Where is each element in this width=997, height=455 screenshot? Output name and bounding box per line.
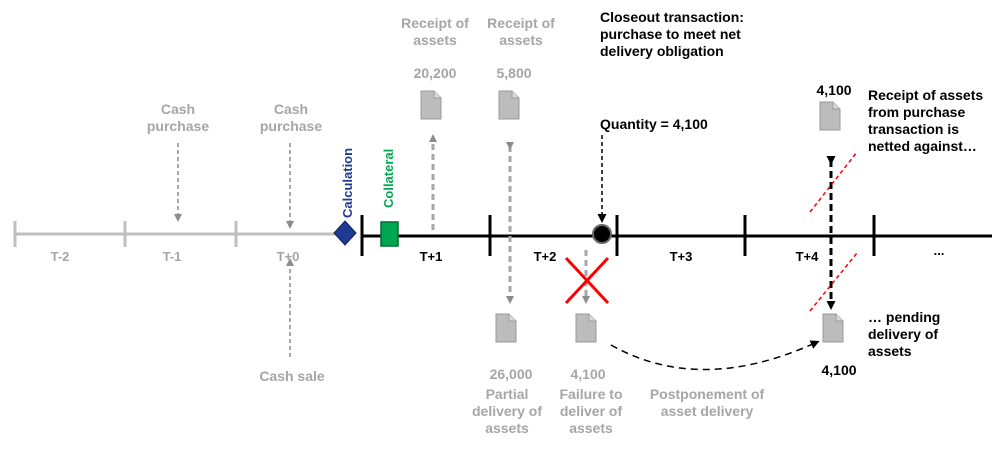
receipt-1-label: Receipt of assets	[401, 15, 469, 48]
netting-red-slash-top	[809, 151, 858, 213]
t4-receipt-qty: 4,100	[816, 82, 852, 98]
calculation-diamond	[333, 220, 357, 246]
partial-delivery-qty: 26,000	[489, 366, 533, 382]
cash-purchase-1-label: Cash purchase	[146, 101, 210, 134]
day-label-t+3: T+3	[669, 249, 693, 264]
day-label-t+1: T+1	[419, 249, 443, 264]
receipt-2-label: Receipt of assets	[487, 15, 555, 48]
collateral-label: Collateral	[381, 148, 396, 208]
cash-purchase-2-label: Cash purchase	[259, 101, 323, 134]
closeout-marker	[592, 224, 612, 244]
calculation-label: Calculation	[340, 147, 355, 218]
document-icon	[575, 313, 597, 343]
document-icon	[498, 90, 520, 120]
document-icon	[819, 101, 841, 131]
document-icon	[495, 313, 517, 343]
document-icon	[822, 313, 844, 343]
t4-receipt-label: Receipt of assets from purchase transact…	[868, 87, 984, 154]
failure-qty: 4,100	[570, 366, 606, 382]
receipt-1-qty: 20,200	[413, 65, 457, 81]
partial-delivery-label: Partial delivery of assets	[471, 386, 543, 436]
day-label-t-2: T-2	[50, 249, 70, 264]
failure-label: Failure to deliver of assets	[559, 386, 623, 436]
postponement-label: Postponement of asset delivery	[649, 386, 765, 419]
day-label-t-1: T-1	[162, 249, 182, 264]
day-label-t+0: T+0	[276, 249, 300, 264]
t4-pending-qty: 4,100	[821, 362, 857, 378]
day-label-ellipsis: ...	[933, 243, 945, 258]
receipt-2-qty: 5,800	[496, 65, 532, 81]
day-label-t+2: T+2	[533, 249, 557, 264]
day-label-t+4: T+4	[795, 249, 819, 264]
t4-pending-label: … pending delivery of assets	[868, 309, 941, 359]
cash-sale-label: Cash sale	[259, 368, 325, 384]
postponement-arrow	[610, 340, 820, 371]
closeout-qty: Quantity = 4,100	[600, 116, 708, 132]
closeout-label: Closeout transaction: purchase to meet n…	[600, 9, 744, 59]
netting-red-slash-bottom	[809, 252, 858, 312]
collateral-box	[380, 221, 399, 247]
document-icon	[420, 90, 442, 120]
failure-cross-b	[564, 256, 610, 305]
